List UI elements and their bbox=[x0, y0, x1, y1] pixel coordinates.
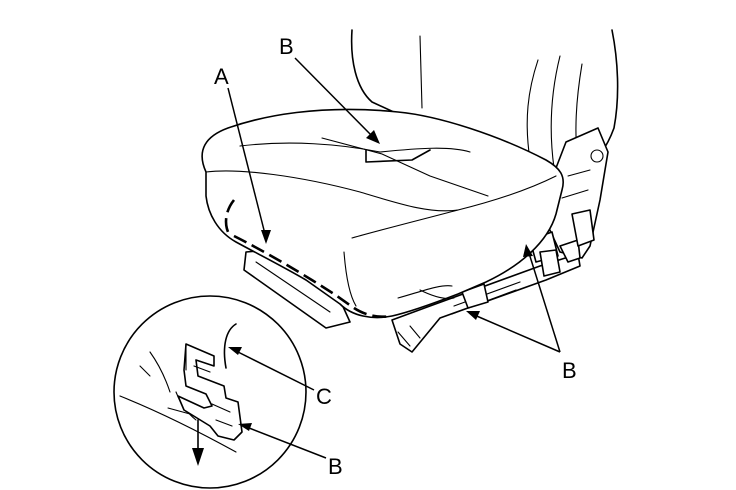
callout-b-detail: B bbox=[328, 454, 343, 479]
callout-b-right: B bbox=[562, 358, 577, 383]
callout-a: A bbox=[214, 64, 229, 89]
leader-b-detail bbox=[238, 423, 327, 459]
callout-b-top: B bbox=[279, 34, 294, 59]
leader-c bbox=[228, 347, 315, 391]
seat-cushion bbox=[201, 108, 564, 319]
detail-view bbox=[113, 295, 307, 489]
leader-b-right bbox=[466, 244, 561, 353]
leader-a bbox=[227, 87, 271, 244]
leader-b-top bbox=[294, 57, 380, 144]
callout-c: C bbox=[316, 384, 332, 409]
